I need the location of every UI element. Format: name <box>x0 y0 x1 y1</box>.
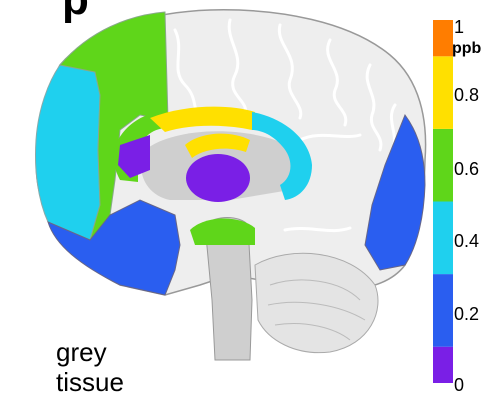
colorbar-gradient <box>433 20 453 383</box>
colorbar-tick-0: 0 <box>454 376 464 394</box>
colorbar-segment-3 <box>433 129 453 202</box>
corner-mark: p <box>62 0 89 22</box>
colorbar-segment-5 <box>433 20 453 56</box>
frontal-pole-region <box>36 65 101 240</box>
colorbar-tick-0.8: 0.8 <box>454 86 479 104</box>
region-label: grey tissue <box>56 338 124 398</box>
colorbar-tick-0.6: 0.6 <box>454 160 479 178</box>
colorbar-tick-0.2: 0.2 <box>454 305 479 323</box>
colorbar-segment-0 <box>433 347 453 383</box>
colorbar-segment-4 <box>433 56 453 129</box>
colorbar-tick-0.4: 0.4 <box>454 232 479 250</box>
colorbar-unit: ppb <box>452 41 481 57</box>
colorbar <box>433 20 453 383</box>
colorbar-segment-1 <box>433 274 453 347</box>
colorbar-tick-1: 1 <box>454 18 464 36</box>
thalamus-region <box>186 154 250 202</box>
colorbar-segment-2 <box>433 202 453 275</box>
